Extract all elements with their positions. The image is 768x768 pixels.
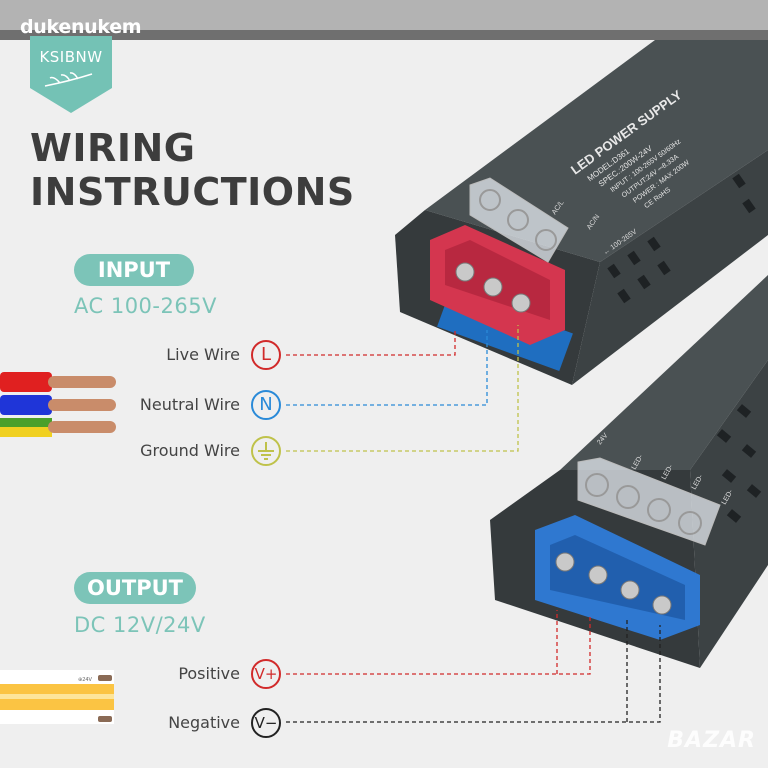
brand-logo-badge	[30, 36, 112, 113]
uploader-username: dukenukem	[20, 16, 142, 38]
negative-line	[286, 618, 661, 723]
live-symbol: L	[251, 340, 281, 370]
positive-symbol: V+	[251, 659, 281, 689]
ground-icon	[251, 436, 281, 466]
top-bar-strip	[0, 30, 768, 40]
input-terminal-block	[430, 177, 569, 345]
neutral-wire-label: Neutral Wire	[139, 395, 240, 414]
negative-symbol: V−	[251, 708, 281, 738]
led-strip: ⊕24V	[0, 670, 114, 724]
page-title: WIRING INSTRUCTIONS	[30, 126, 355, 214]
positive-line	[286, 610, 591, 675]
top-bar	[0, 0, 768, 30]
connection-lines	[286, 325, 661, 723]
neutral-line	[286, 330, 488, 406]
brand-name: KSIBNW	[39, 48, 103, 66]
output-spec: DC 12V/24V	[74, 613, 206, 637]
strip-marking: ⊕24V	[78, 677, 93, 683]
positive-label: Positive	[178, 664, 240, 683]
input-spec: AC 100-265V	[74, 294, 217, 318]
neutral-symbol: N	[251, 390, 281, 420]
negative-label: Negative	[168, 713, 240, 732]
input-heading: INPUT	[74, 254, 194, 286]
live-wire-label: Live Wire	[166, 345, 240, 364]
live-line	[286, 328, 456, 356]
ground-line	[286, 325, 519, 452]
site-watermark: BAZAR	[667, 728, 756, 753]
title-line-2: INSTRUCTIONS	[30, 170, 355, 214]
title-line-1: WIRING	[30, 126, 196, 170]
output-terminal-block	[535, 457, 721, 640]
ac-wire-bundle	[0, 372, 116, 437]
ground-wire-label: Ground Wire	[140, 441, 240, 460]
output-heading: OUTPUT	[74, 572, 196, 604]
